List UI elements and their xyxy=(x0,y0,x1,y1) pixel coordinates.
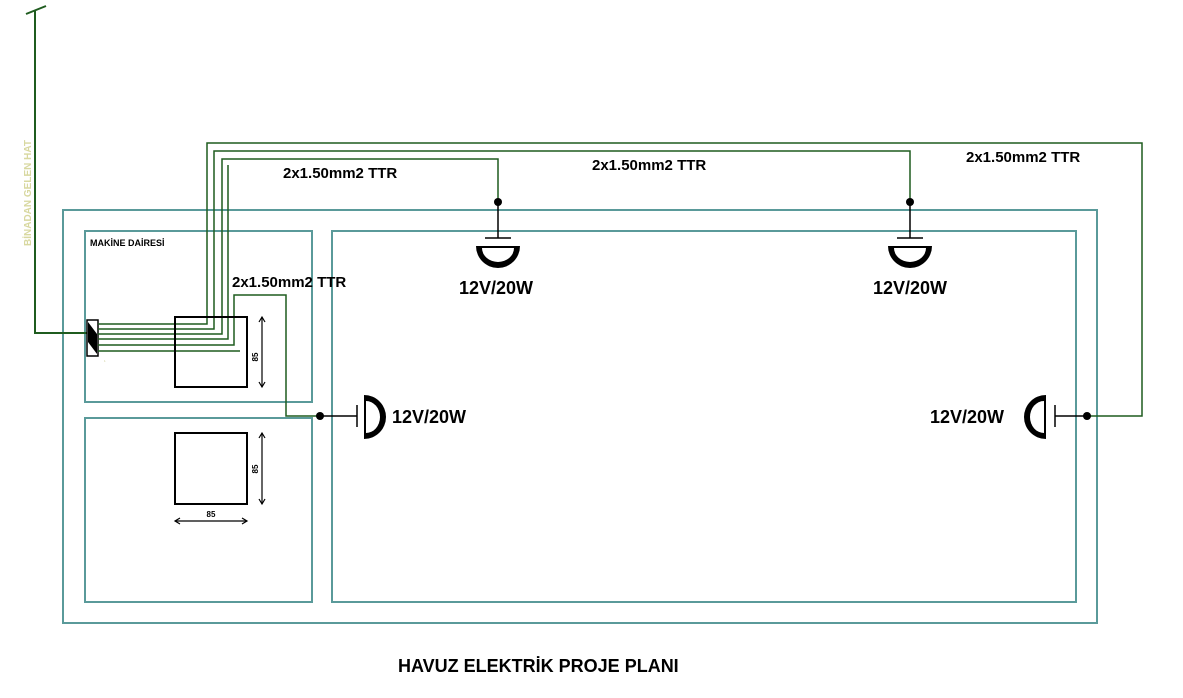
plan-title: HAVUZ ELEKTRİK PROJE PLANI xyxy=(398,656,679,676)
machine-room-label: MAKİNE DAİRESİ xyxy=(90,238,165,248)
incoming-line-label: BİNADAN GELEN HAT xyxy=(21,140,34,246)
machine-room-outline xyxy=(84,230,313,403)
lamp-label-right: 12V/20W xyxy=(930,407,1004,427)
dimension-label-upper: 85 xyxy=(251,352,260,361)
lamp-label-top-right: 12V/20W xyxy=(873,278,947,298)
dimension-label-lower: 85 xyxy=(251,464,260,473)
cable-label-top-right: 2x1.50mm2 TTR xyxy=(966,149,1080,166)
incoming-line xyxy=(25,5,88,334)
cable-label-top-left: 2x1.50mm2 TTR xyxy=(283,165,397,182)
lamp-feeds xyxy=(320,202,1087,427)
lamp-symbol-top-right xyxy=(888,246,932,268)
panel-note: 1 xyxy=(104,359,106,363)
dimension-label-bottom: 85 xyxy=(207,510,216,519)
cable-label-top-middle: 2x1.50mm2 TTR xyxy=(592,157,706,174)
storage-room-outline xyxy=(84,417,313,603)
distribution-panel xyxy=(86,319,99,357)
dimension-lines xyxy=(173,315,266,525)
lamp-symbol-top-left xyxy=(476,246,520,268)
equipment-box-upper xyxy=(174,316,248,388)
lamp-label-left: 12V/20W xyxy=(392,407,466,427)
lamp-symbol-left xyxy=(364,395,386,439)
lamp-label-top-left: 12V/20W xyxy=(459,278,533,298)
lamp-symbol-right xyxy=(1024,395,1046,439)
equipment-boxes xyxy=(174,316,248,505)
equipment-box-lower xyxy=(174,432,248,505)
cable-label-machine-room: 2x1.50mm2 TTR xyxy=(232,274,346,291)
